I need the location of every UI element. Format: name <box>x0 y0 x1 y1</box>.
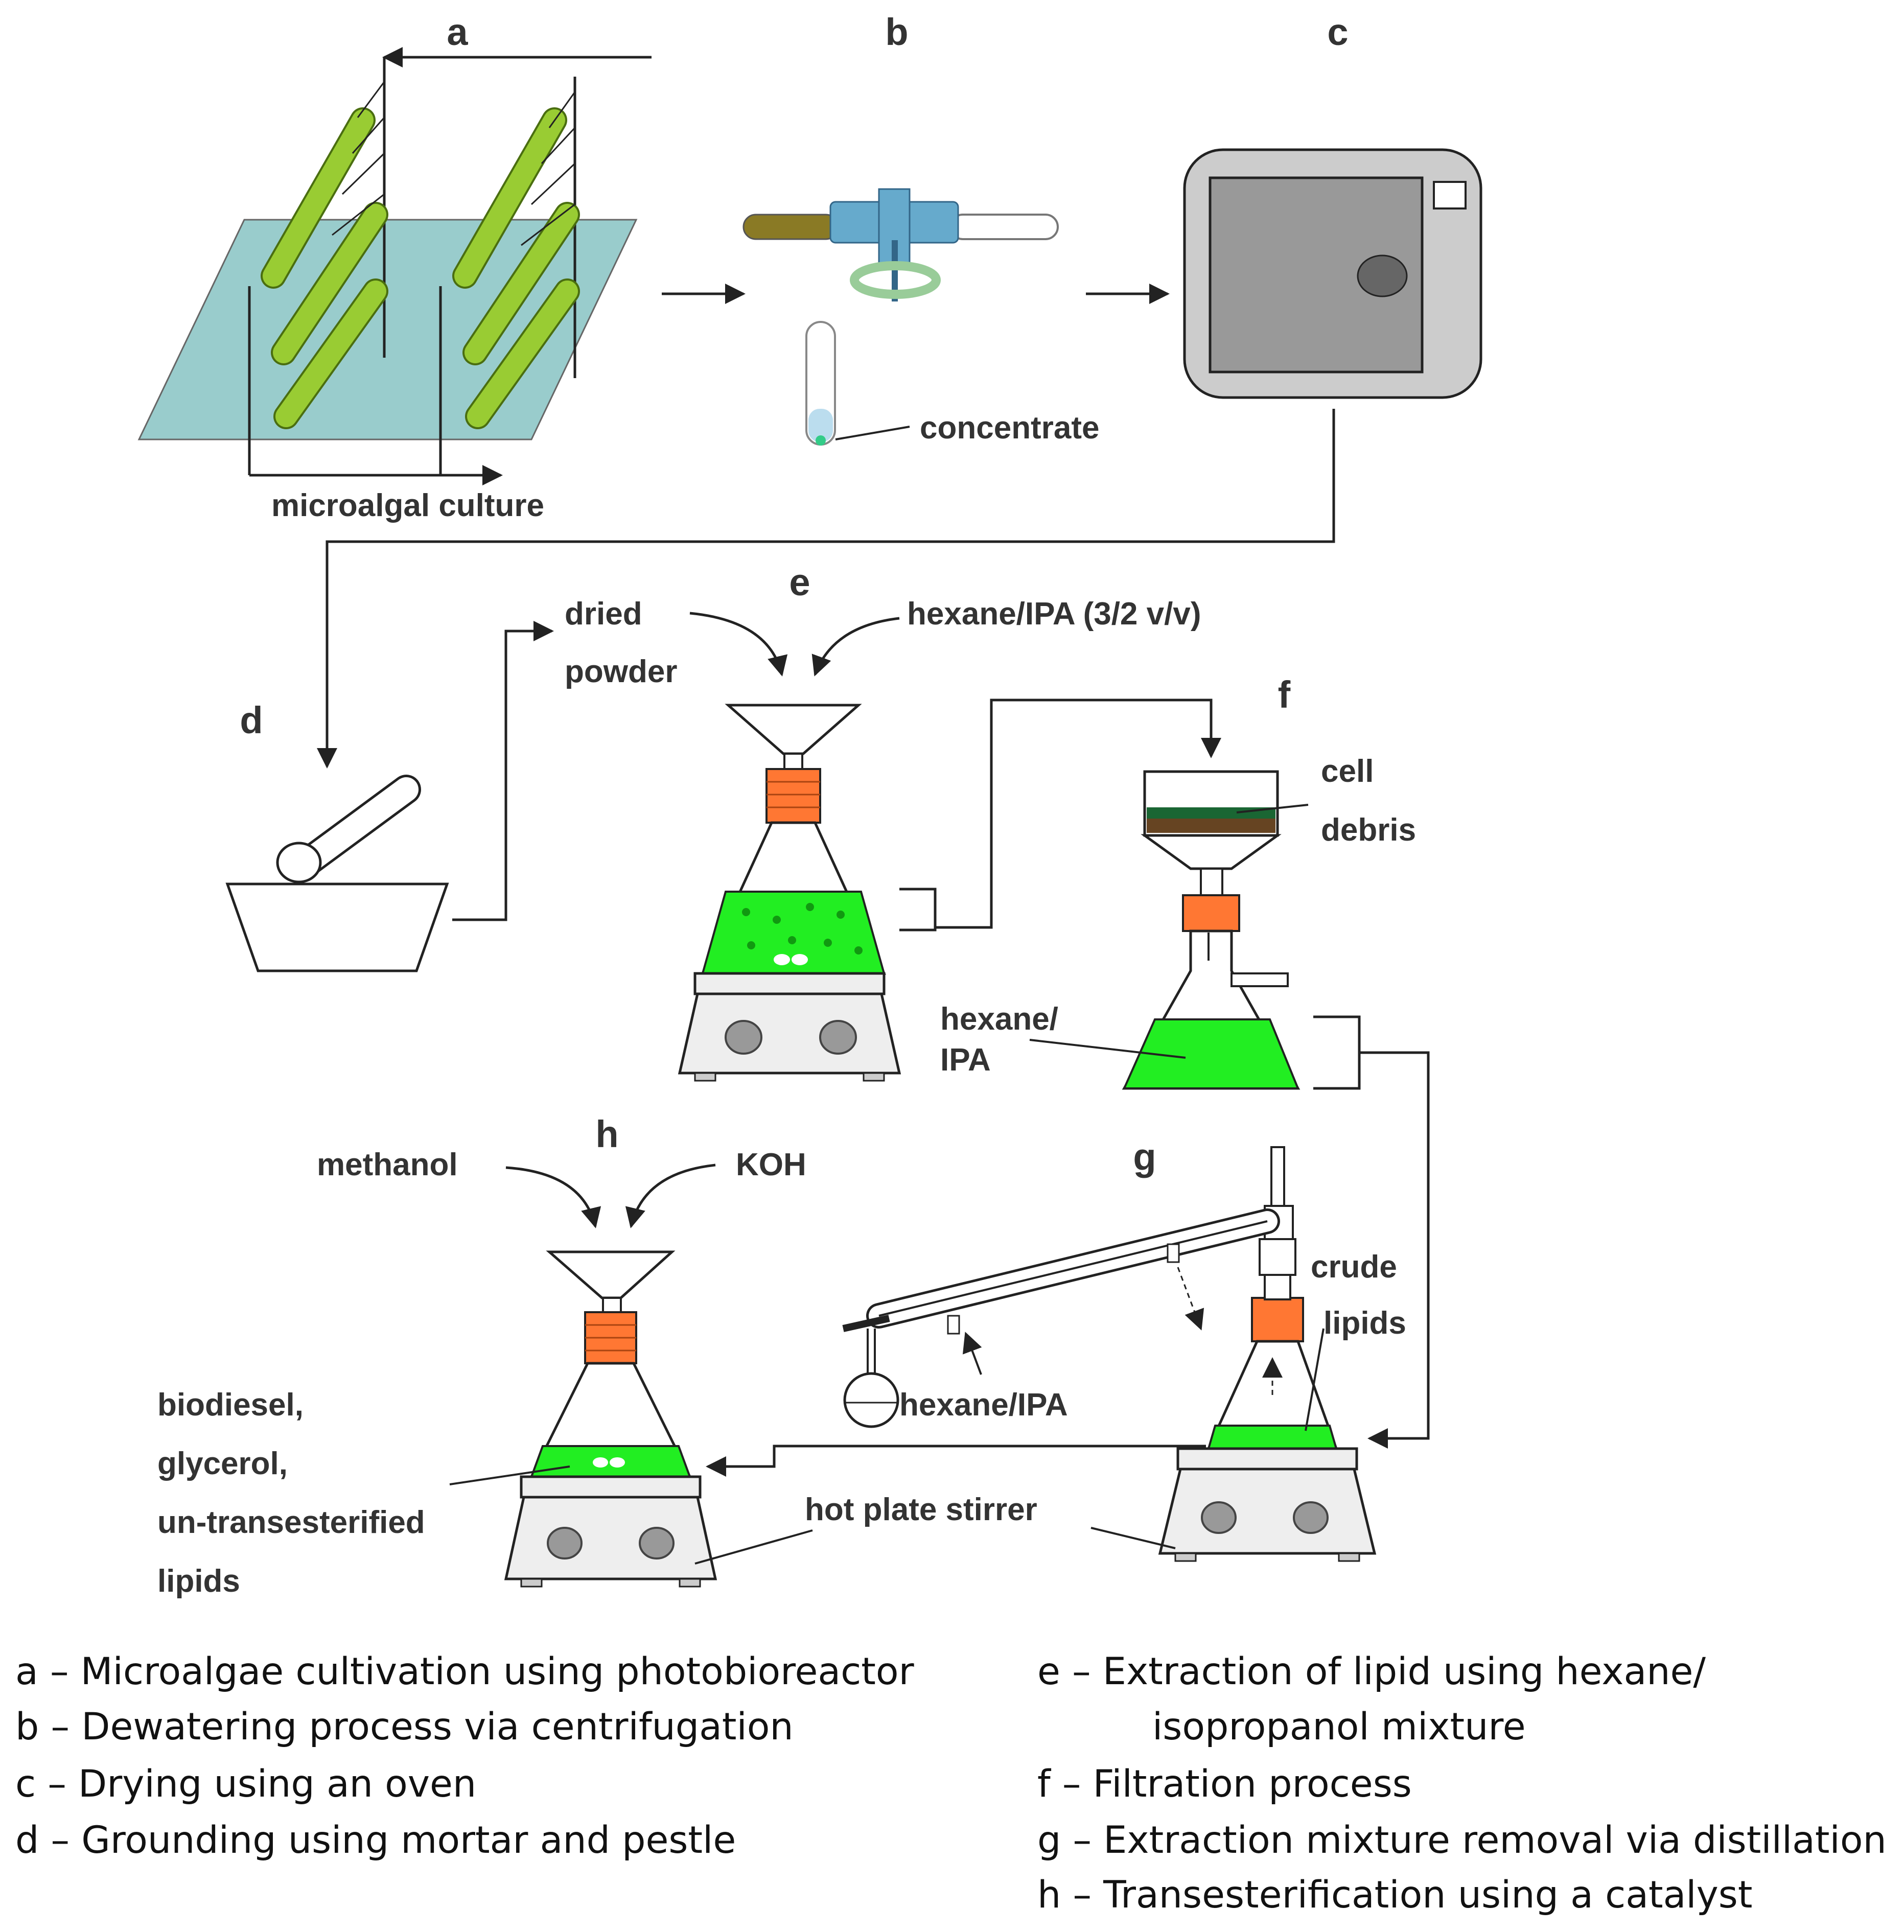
lipids-product-label: lipids <box>157 1564 240 1599</box>
rotor-ring <box>850 261 941 299</box>
legend-item-a: a – Microalgae cultivation using photobi… <box>15 1650 914 1693</box>
process-diagram: a b c d e f g h <box>137 11 1482 1599</box>
arrow-c-to-d <box>317 409 1335 769</box>
biodiesel-label: biodiesel, <box>157 1387 304 1423</box>
funnel-h <box>546 1250 676 1299</box>
step-e-label: e <box>789 561 810 603</box>
mortar <box>225 882 449 972</box>
legend-item-c: c – Drying using an oven <box>15 1762 477 1806</box>
cell-label: cell <box>1321 754 1374 789</box>
stirrer-plate-h <box>520 1475 702 1499</box>
step-h-label: h <box>595 1113 618 1155</box>
koh-label: KOH <box>736 1147 806 1182</box>
stopper-f <box>1182 894 1240 932</box>
transesterification-flask <box>504 1250 717 1588</box>
arrow-g-to-h <box>706 1445 1206 1477</box>
centrifuge <box>742 188 1059 446</box>
lipids-crude-label: lipids <box>1323 1306 1406 1341</box>
legend-item-h: h – Transesterification using a catalyst <box>1037 1873 1753 1917</box>
untransesterified-label: un-transesterified <box>157 1505 425 1540</box>
legend-item-d: d – Grounding using mortar and pestle <box>15 1819 736 1862</box>
step-g-label: g <box>1133 1136 1156 1178</box>
culture-tubes-right <box>452 107 580 429</box>
legend-item-f: f – Filtration process <box>1037 1762 1412 1806</box>
stirrer-base-h <box>504 1496 717 1580</box>
arrow-e-to-f <box>899 888 937 932</box>
debris-label: debris <box>1321 812 1416 848</box>
photobioreactor <box>137 47 652 485</box>
oven-handle <box>1357 254 1408 297</box>
legend-item-e-cont: isopropanol mixture <box>1152 1705 1526 1749</box>
stopper-g <box>1251 1297 1304 1342</box>
concentrate-label: concentrate <box>920 410 1099 446</box>
hot-plate-stirrer-label: hot plate stirrer <box>805 1492 1037 1527</box>
step-f-label: f <box>1278 673 1291 716</box>
legend-item-b: b – Dewatering process via centrifugatio… <box>15 1705 794 1749</box>
funnel-e <box>725 704 862 755</box>
centrifuge-tube-right <box>949 214 1059 240</box>
methanol-label: methanol <box>317 1147 458 1182</box>
receiving-flask <box>843 1372 899 1428</box>
dried-label: dried <box>565 596 642 632</box>
hexane-ipa-ratio-label: hexane/IPA (3/2 v/v) <box>907 596 1201 632</box>
culture-tubes-left <box>261 107 388 429</box>
step-c-label: c <box>1327 11 1348 53</box>
stirrer-plate-g <box>1176 1447 1358 1471</box>
culture-base-plate <box>137 219 638 440</box>
step-d-label: d <box>240 699 263 741</box>
filtration-apparatus <box>1122 770 1301 1090</box>
glycerol-label: glycerol, <box>157 1446 288 1481</box>
hexane-slash-label: hexane/ <box>940 1002 1058 1037</box>
ipa-label: IPA <box>940 1042 991 1078</box>
hexane-ipa-distill-label: hexane/IPA <box>899 1387 1068 1423</box>
arrow-f-to-g <box>1313 1015 1361 1090</box>
crude-label: crude <box>1311 1249 1397 1285</box>
step-b-label: b <box>885 11 908 53</box>
microalgal-culture-label: microalgal culture <box>271 488 544 523</box>
oven-display <box>1433 181 1467 210</box>
legend: a – Microalgae cultivation using photobi… <box>0 1625 1904 1931</box>
arrow-d-to-e <box>452 621 554 921</box>
stirrer-base-g <box>1158 1468 1377 1555</box>
centrifuge-tube-left <box>742 214 839 240</box>
stopper-e <box>765 768 821 824</box>
step-a-label: a <box>447 11 468 53</box>
legend-item-g: g – Extraction mixture removal via disti… <box>1037 1819 1887 1862</box>
legend-item-e: e – Extraction of lipid using hexane/ <box>1037 1650 1706 1693</box>
extraction-flask <box>678 704 901 1082</box>
distillation-apparatus <box>842 1146 1377 1562</box>
stirrer-base-e <box>678 992 901 1075</box>
drying-oven <box>1183 148 1482 399</box>
stirrer-plate-e <box>693 972 886 995</box>
flask-solution-g <box>1207 1425 1338 1450</box>
flask-solution-f <box>1122 1018 1299 1089</box>
powder-label: powder <box>565 654 677 689</box>
mortar-and-pestle <box>225 775 449 972</box>
cell-debris-layer <box>1147 818 1275 833</box>
